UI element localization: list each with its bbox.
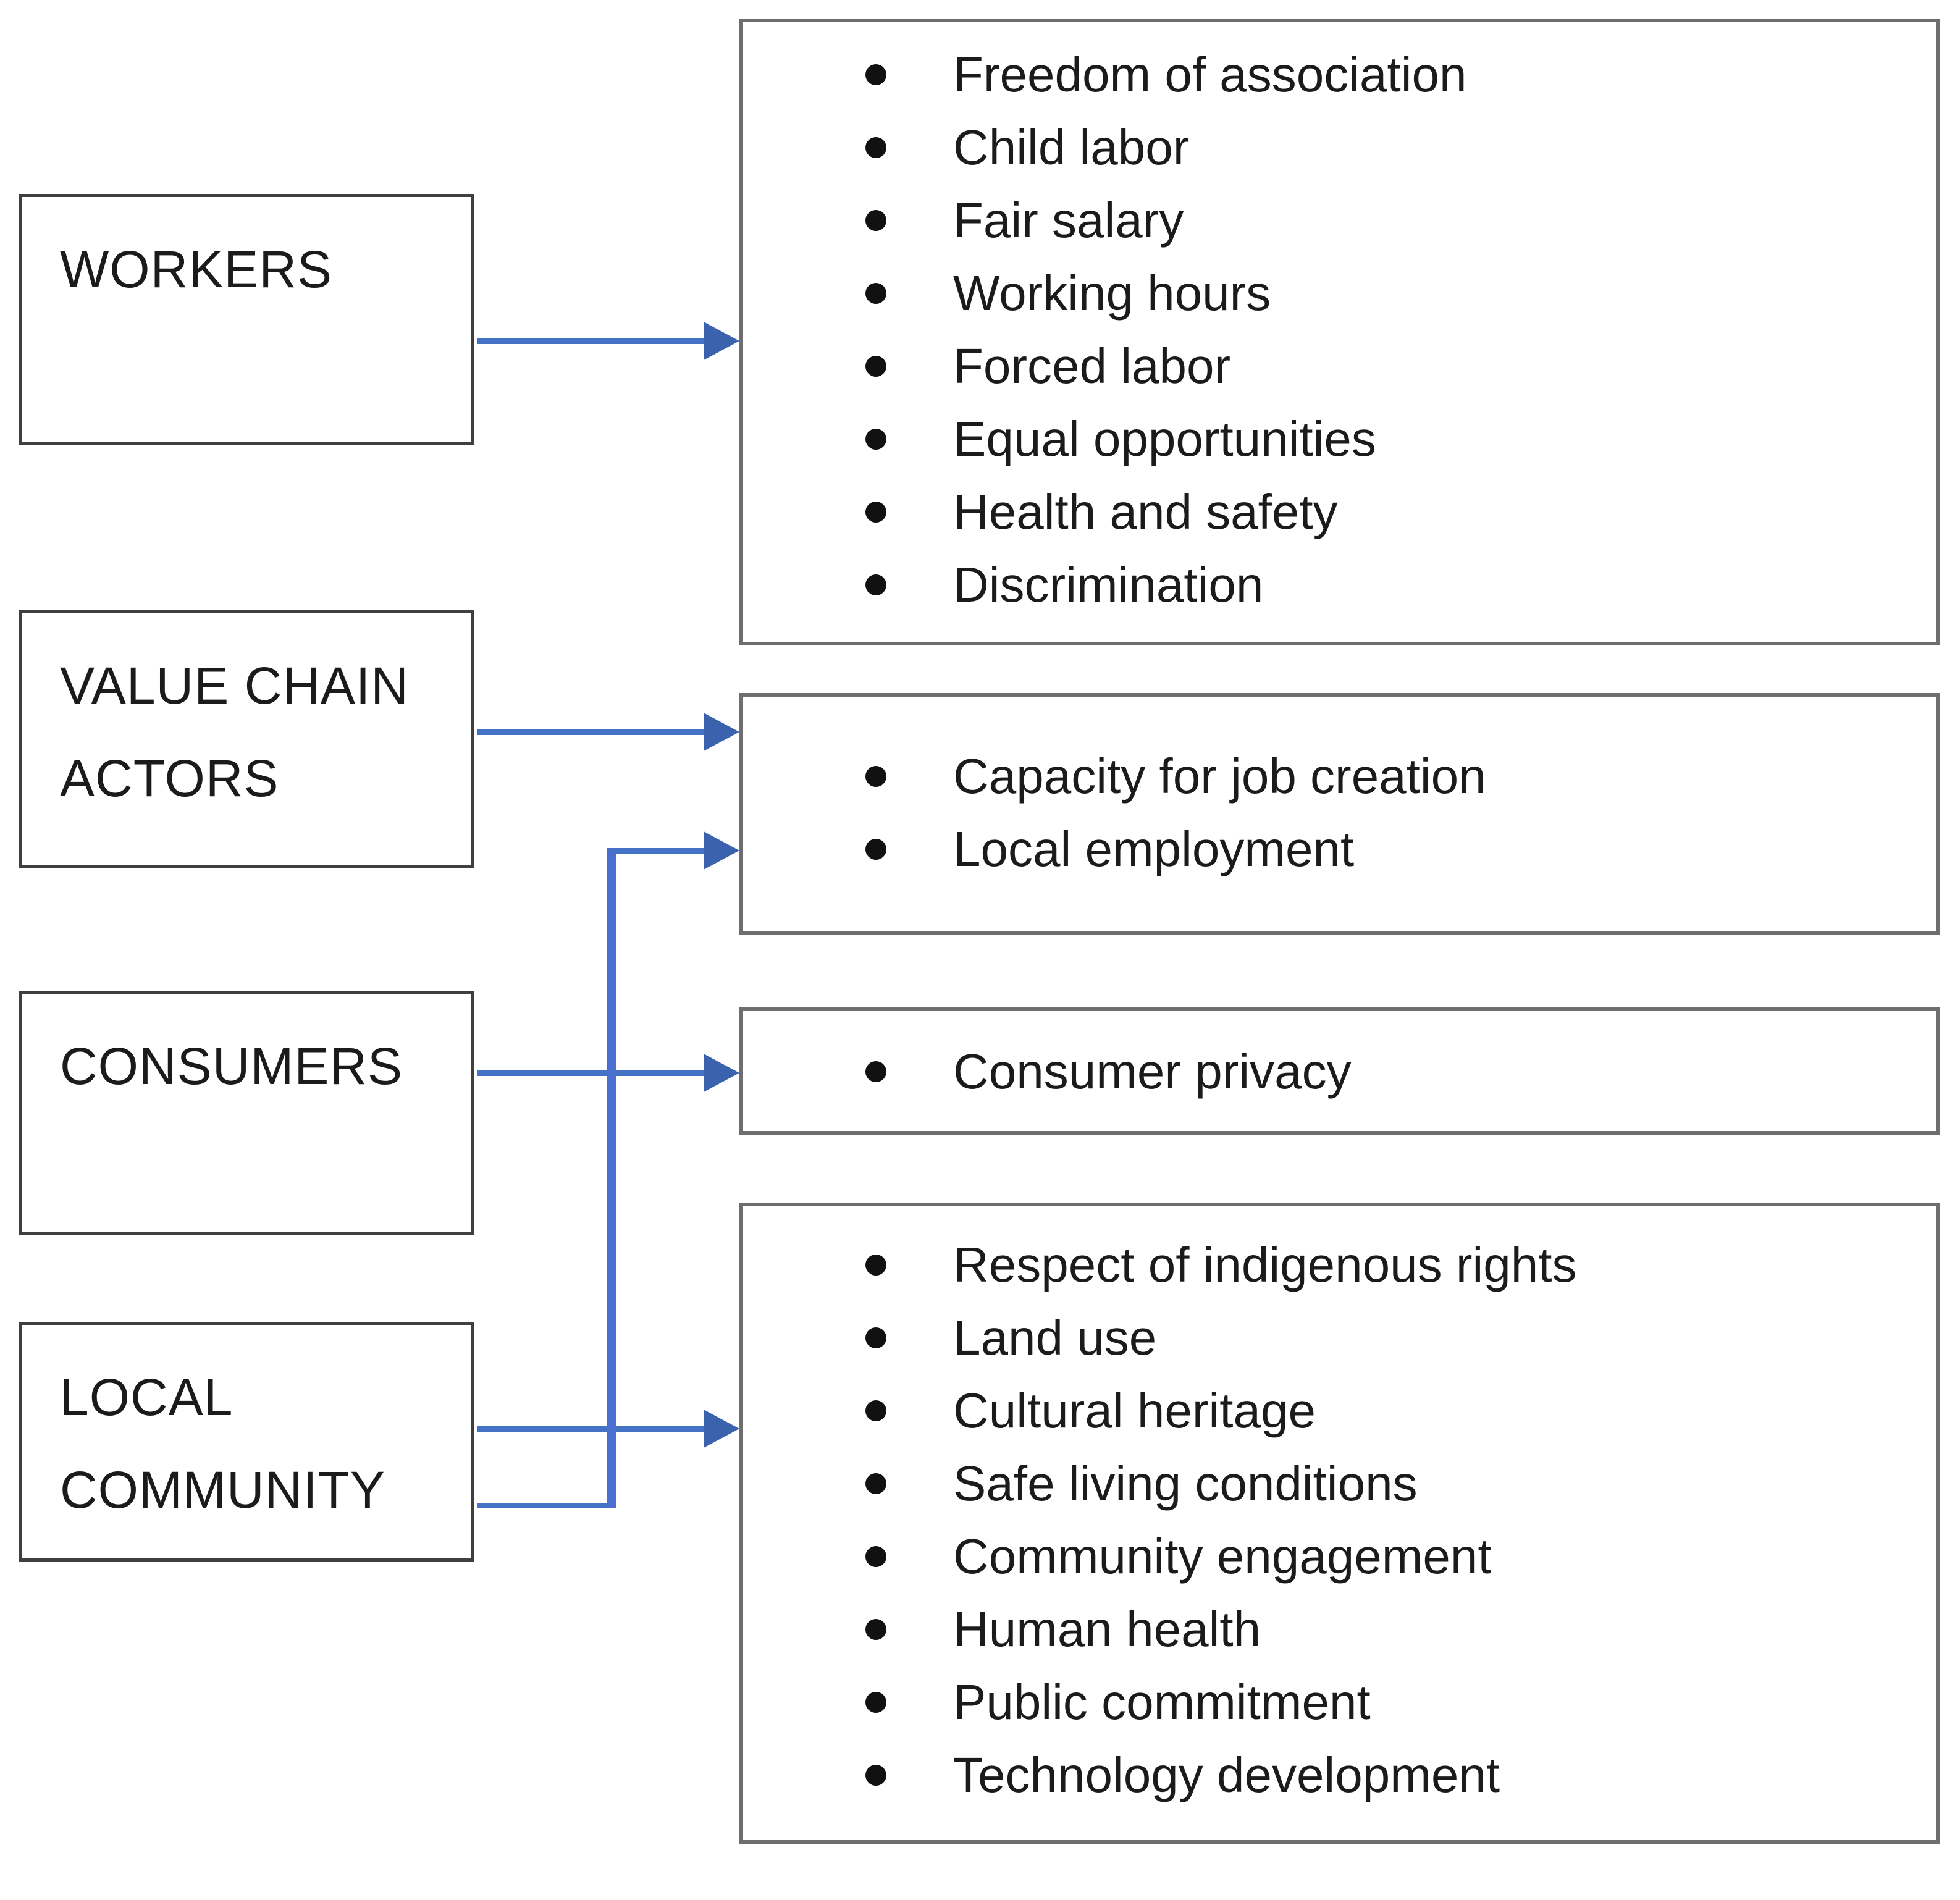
box-value-chain-actors-label: VALUE CHAIN ACTORS <box>60 657 409 807</box>
box-workers-label: WORKERS <box>60 240 333 298</box>
list-item: Freedom of association <box>743 38 1936 111</box>
box-workers: WORKERS <box>19 194 474 445</box>
arrow-right-icon <box>704 1054 739 1092</box>
value-chain-impacts-list: Capacity for job creation Local employme… <box>743 697 1936 886</box>
list-item: Consumer privacy <box>743 1035 1936 1108</box>
list-item: Capacity for job creation <box>743 740 1936 813</box>
box-consumers: CONSUMERS <box>19 991 474 1235</box>
connector-elbow-top-segment <box>612 848 707 854</box>
worker-impacts-list: Freedom of association Child labor Fair … <box>743 22 1936 621</box>
arrow-right-icon <box>704 713 739 751</box>
arrow-right-icon <box>704 322 739 360</box>
list-item: Forced labor <box>743 330 1936 403</box>
list-item: Cultural heritage <box>743 1374 1936 1447</box>
connector-workers-line <box>477 338 707 344</box>
list-item: Equal opportunities <box>743 403 1936 476</box>
connector-local-community-line <box>477 1426 707 1432</box>
list-item: Community engagement <box>743 1520 1936 1593</box>
box-consumers-label: CONSUMERS <box>60 1037 403 1095</box>
list-item: Human health <box>743 1593 1936 1666</box>
list-item: Technology development <box>743 1739 1936 1812</box>
list-item: Fair salary <box>743 184 1936 257</box>
arrow-right-icon <box>704 831 739 870</box>
list-item: Local employment <box>743 813 1936 886</box>
connector-value-chain-line <box>477 729 707 735</box>
list-item: Respect of indigenous rights <box>743 1229 1936 1301</box>
list-item: Health and safety <box>743 476 1936 549</box>
list-item: Safe living conditions <box>743 1447 1936 1520</box>
box-local-community-label: LOCAL COMMUNITY <box>60 1368 385 1519</box>
consumer-impacts-list: Consumer privacy <box>743 1011 1936 1108</box>
arrow-right-icon <box>704 1410 739 1448</box>
box-local-community-impacts: Respect of indigenous rights Land use Cu… <box>739 1203 1940 1844</box>
list-item: Discrimination <box>743 549 1936 621</box>
list-item: Child labor <box>743 111 1936 184</box>
list-item: Working hours <box>743 257 1936 330</box>
box-worker-impacts: Freedom of association Child labor Fair … <box>739 19 1940 645</box>
list-item: Public commitment <box>743 1666 1936 1739</box>
local-community-impacts-list: Respect of indigenous rights Land use Cu… <box>743 1206 1936 1812</box>
box-local-community: LOCAL COMMUNITY <box>19 1322 474 1562</box>
list-item: Land use <box>743 1301 1936 1374</box>
box-value-chain-impacts: Capacity for job creation Local employme… <box>739 693 1940 935</box>
connector-elbow-bottom-segment <box>477 1503 616 1508</box>
box-consumer-impacts: Consumer privacy <box>739 1007 1940 1135</box>
connector-elbow-vertical-segment <box>607 848 616 1508</box>
box-value-chain-actors: VALUE CHAIN ACTORS <box>19 610 474 868</box>
connector-consumers-line <box>477 1070 707 1076</box>
